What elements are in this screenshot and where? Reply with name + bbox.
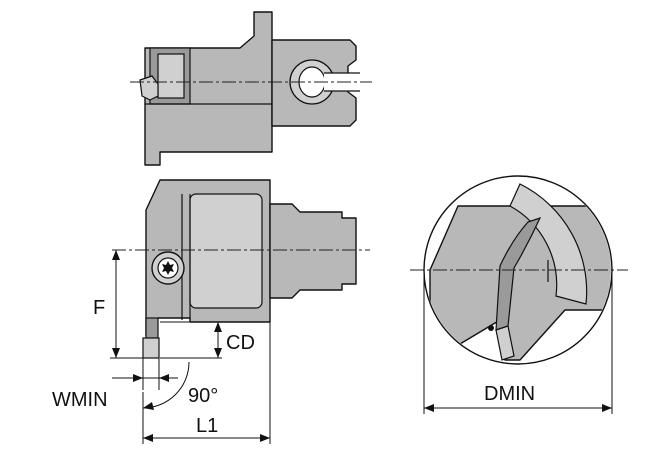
f-arrow-bottom [112,348,120,358]
front-view-shank [269,203,357,299]
top-view-clamp-inner [157,53,185,99]
dmin-arrow-right [602,404,612,412]
dim-label-dmin: DMIN [484,383,535,405]
f-arrow-top [112,250,120,260]
wmin-arrow-right [159,374,169,382]
front-view-insert [145,317,159,339]
angle-arc [142,361,190,409]
dim-label-cd: CD [226,332,255,354]
front-view [112,179,370,359]
top-view [130,11,372,166]
dimensions: F CD WMIN 90° L1 [52,250,271,444]
detail-tip-dot [488,325,494,331]
dim-label-wmin: WMIN [52,389,108,411]
detail-view: DMIN [410,175,628,414]
angle-arrow [143,402,154,410]
dim-label-l1: L1 [196,415,218,437]
l1-arrow-right [260,434,270,442]
cd-arrow-bottom [214,348,222,358]
l1-arrow-left [143,434,153,442]
wmin-arrow-left [133,374,143,382]
dim-label-f: F [93,297,105,319]
cd-arrow-top [214,322,222,332]
top-view-clamp-tip [139,75,159,101]
dmin-arrow-left [424,404,434,412]
torx-star [162,261,174,275]
detail-insert [495,325,515,361]
front-view-clamp-plate [189,193,263,309]
dim-label-angle: 90° [188,385,218,407]
front-view-cutting-tip [142,337,160,359]
